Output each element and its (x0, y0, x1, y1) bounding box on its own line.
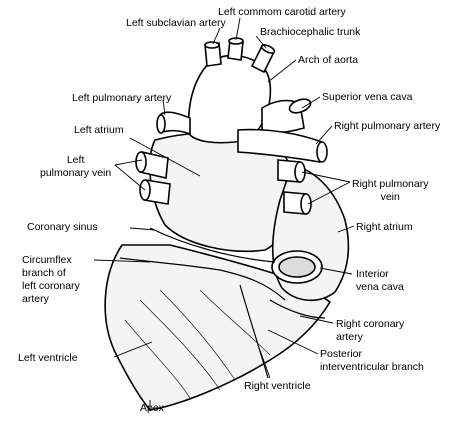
label-left-subclavian: Left subclavian artery (126, 17, 226, 29)
label-superior-vena-cava: Superior vena cava (322, 91, 413, 103)
label-left-pulmonary-vein: Left pulmonary vein (40, 154, 112, 179)
muscle-texture-2 (159, 289, 236, 381)
inferior-vena-cava-inner (278, 256, 316, 278)
right-coronary-artery (269, 299, 326, 319)
leader-left-pulmonary-artery (162, 99, 166, 116)
leader-left-atrium (129, 137, 201, 177)
label-right-atrium: Right atrium (356, 221, 413, 233)
label-apex: Apex (140, 402, 164, 414)
label-left-common-carotid: Left commom carotid artery (218, 6, 346, 18)
label-left-ventricle: Left ventricle (18, 352, 78, 364)
left-pulmonary-vein-upper-opening (135, 151, 147, 173)
label-left-pulmonary-artery: Left pulmonary artery (72, 92, 172, 104)
muscle-texture-3 (124, 319, 191, 399)
leader-lines (93, 17, 355, 410)
label-coronary-sinus: Coronary sinus (27, 221, 98, 233)
surface-vessels (119, 227, 326, 399)
leader-right-atrium (337, 225, 355, 233)
label-right-pulmonary-artery: Right pulmonary artery (334, 120, 441, 132)
label-inferior-vena-cava: Interior vena cava (356, 268, 404, 293)
leader-superior-vena-cava (301, 96, 321, 109)
leader-left-pulmonary-vein-1 (114, 159, 143, 166)
label-right-pulmonary-vein: Right pulmonary vein (352, 178, 429, 203)
left-subclavian-opening (204, 41, 220, 49)
leader-brachiocephalic (255, 35, 267, 49)
label-right-ventricle: Right ventricle (244, 380, 311, 392)
leader-arch-aorta (267, 59, 297, 83)
left-subclavian-shape (204, 42, 222, 67)
left-ventricle-shape (104, 244, 332, 411)
label-brachiocephalic: Brachiocephalic trunk (260, 26, 361, 38)
leader-right-pulmonary-vein-2 (307, 181, 351, 205)
leader-right-pulmonary-artery (315, 125, 333, 145)
posterior-interventricular-artery (239, 284, 269, 379)
label-posterior-interventricular: Posterior interventricular branch (320, 348, 424, 373)
coronary-sinus-vessel (149, 227, 276, 263)
leader-left-subclavian (212, 27, 221, 45)
muscle-texture-1 (139, 299, 221, 391)
leader-right-pulmonary-vein-1 (301, 171, 351, 183)
label-right-coronary: Right coronary artery (336, 318, 405, 343)
leader-coronary-sinus (129, 227, 156, 231)
leader-left-ventricle (113, 341, 153, 358)
label-left-atrium: Left atrium (74, 124, 124, 136)
left-pulmonary-artery-opening (156, 114, 166, 134)
leader-posterior-interventricular (267, 329, 319, 355)
leader-left-common-carotid (235, 17, 241, 41)
label-circumflex: Circumflex branch of left coronary arter… (22, 254, 80, 305)
superior-vena-cava-opening (288, 98, 312, 114)
muscle-texture-4 (199, 289, 271, 356)
label-arch-aorta: Arch of aorta (298, 54, 359, 66)
leader-inferior-vena-cava (319, 267, 353, 275)
leader-circumflex (93, 259, 151, 263)
leader-right-coronary (299, 315, 334, 324)
leader-right-ventricle (257, 344, 271, 379)
leader-left-pulmonary-vein-2 (114, 164, 146, 191)
right-pulmonary-vein-upper-opening (294, 161, 306, 183)
great-vessels (135, 37, 328, 284)
right-pulmonary-vein-lower-opening (300, 193, 312, 215)
aorta-arch-shape (188, 54, 272, 144)
circumflex-artery (119, 257, 286, 301)
right-pulmonary-artery-opening (316, 141, 328, 163)
